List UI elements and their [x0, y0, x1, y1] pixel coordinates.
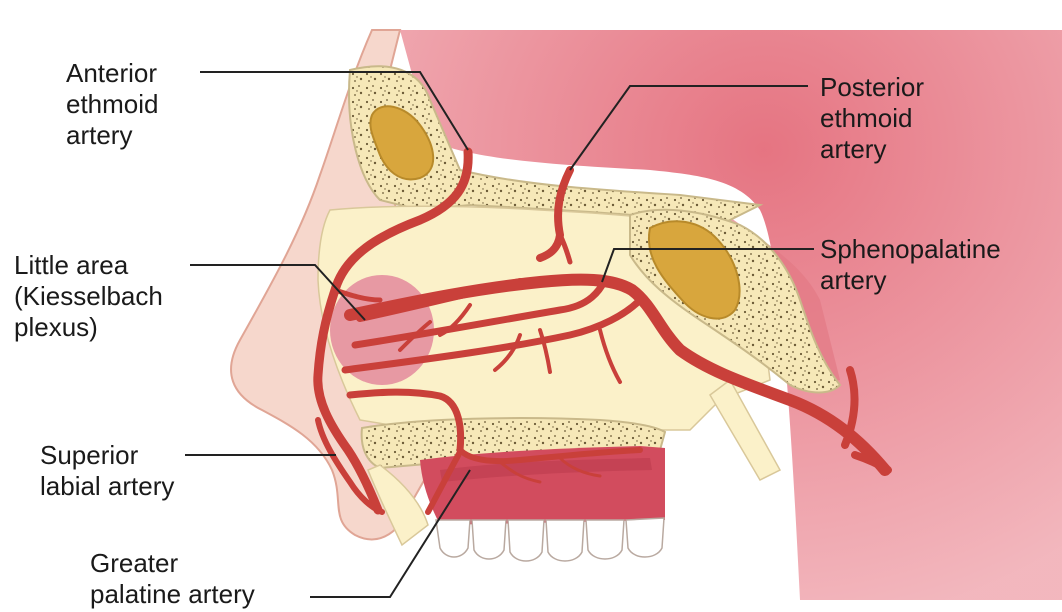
label-line: ethmoid — [820, 103, 924, 134]
label-greater-palatine-artery: Greater palatine artery — [90, 548, 255, 610]
label-line: Little area — [14, 250, 163, 281]
teeth — [436, 518, 664, 561]
label-anterior-ethmoid-artery: Anterior ethmoid artery — [66, 58, 159, 151]
label-line: palatine artery — [90, 579, 255, 610]
label-line: (Kiesselbach — [14, 281, 163, 312]
label-little-area: Little area (Kiesselbach plexus) — [14, 250, 163, 343]
label-sphenopalatine-artery: Sphenopalatine artery — [820, 234, 1001, 296]
label-superior-labial-artery: Superior labial artery — [40, 440, 174, 502]
label-line: artery — [820, 265, 1001, 296]
label-line: Sphenopalatine — [820, 234, 1001, 265]
label-line: artery — [820, 134, 924, 165]
label-line: Superior — [40, 440, 174, 471]
label-line: labial artery — [40, 471, 174, 502]
label-line: Greater — [90, 548, 255, 579]
label-posterior-ethmoid-artery: Posterior ethmoid artery — [820, 72, 924, 165]
label-line: artery — [66, 120, 159, 151]
label-line: plexus) — [14, 312, 163, 343]
label-line: Anterior — [66, 58, 159, 89]
label-line: ethmoid — [66, 89, 159, 120]
label-line: Posterior — [820, 72, 924, 103]
